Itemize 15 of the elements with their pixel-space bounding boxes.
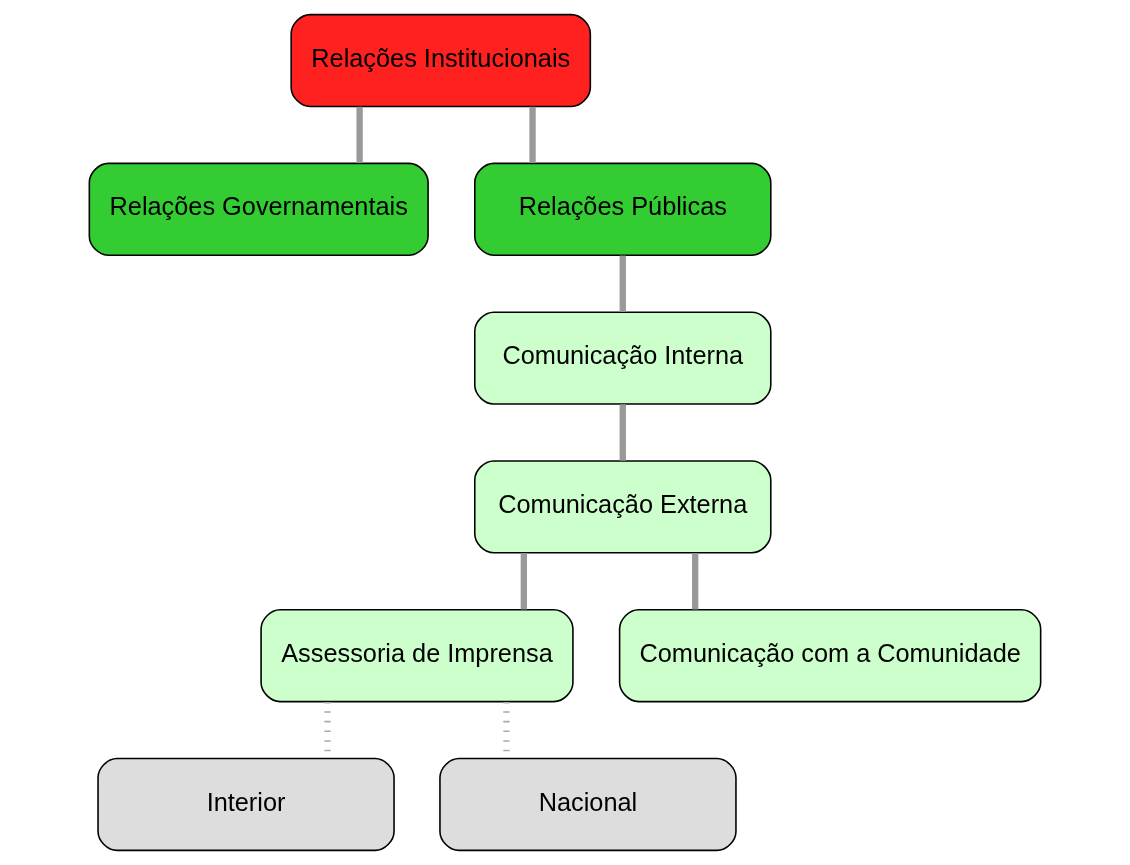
node-box: Interior (97, 757, 395, 852)
node-box: Relações Institucionais (290, 13, 592, 108)
connector (529, 106, 536, 164)
node-box: Assessoria de Imprensa (260, 609, 574, 703)
connector (619, 255, 626, 312)
connector (520, 553, 527, 610)
node-box: Comunicação com a Comunidade (618, 609, 1042, 703)
node-box: Comunicação Externa (473, 460, 772, 554)
connector (356, 106, 363, 164)
connector (619, 404, 626, 461)
node-box: Relações Governamentais (88, 162, 429, 256)
connector (692, 553, 699, 610)
node-box: Comunicação Interna (473, 311, 772, 405)
node-box: Relações Públicas (473, 162, 772, 256)
node-box: Nacional (439, 757, 737, 852)
